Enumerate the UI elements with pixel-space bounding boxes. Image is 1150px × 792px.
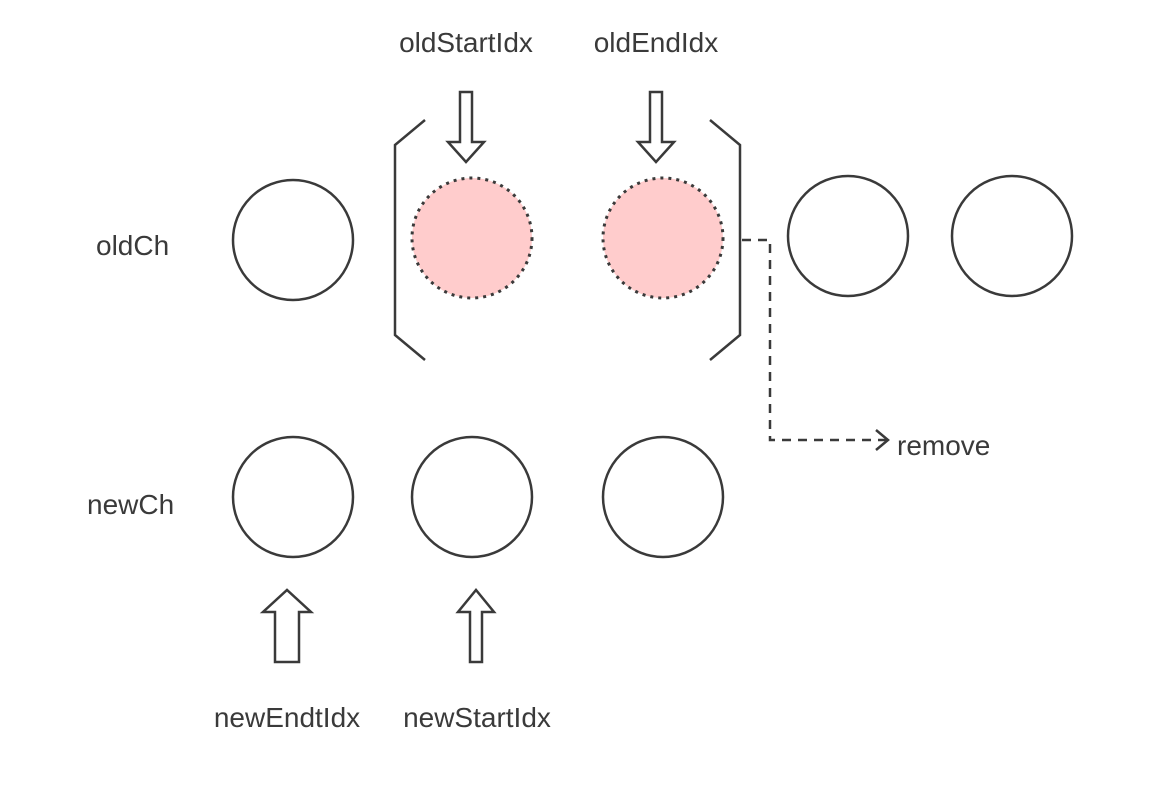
remove-label: remove — [897, 430, 990, 461]
old-node-1 — [231, 178, 355, 302]
old-node-4 — [786, 174, 910, 298]
old-end-idx-label: oldEndIdx — [594, 27, 719, 58]
old-start-idx-label: oldStartIdx — [399, 27, 533, 58]
new-start-up-arrow-icon — [455, 588, 497, 664]
new-node-3 — [601, 435, 725, 559]
right-bracket — [709, 119, 742, 361]
new-start-idx-label: newStartIdx — [403, 702, 551, 733]
old-end-down-arrow-icon — [635, 90, 677, 164]
old-ch-label: oldCh — [96, 230, 169, 261]
old-start-down-arrow-icon — [445, 90, 487, 164]
old-node-3-highlighted — [601, 176, 725, 300]
new-end-idx-label: newEndtIdx — [214, 702, 360, 733]
old-node-5 — [950, 174, 1074, 298]
new-node-2 — [410, 435, 534, 559]
new-node-1 — [231, 435, 355, 559]
remove-arrowhead-icon — [875, 429, 890, 451]
left-bracket — [393, 119, 426, 361]
old-node-2-highlighted — [410, 176, 534, 300]
remove-connector — [742, 238, 888, 442]
new-ch-label: newCh — [87, 489, 174, 520]
new-end-up-arrow-icon — [259, 588, 315, 664]
